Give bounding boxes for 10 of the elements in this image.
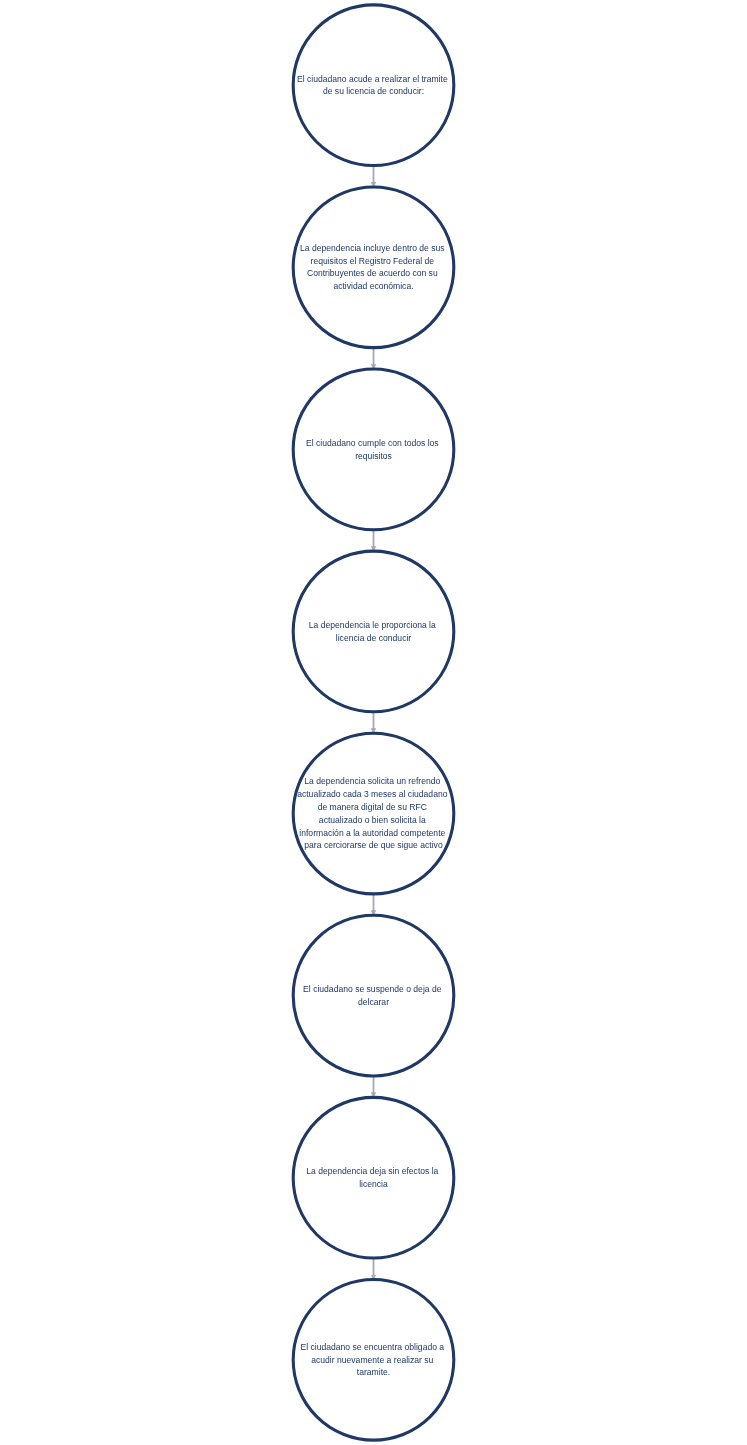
- node-circle: La dependencia solicita un refrendo actualizado cada 3 meses al ciudadano de manera digital de su RFC actualizado o bien solicita la información a la autoridad competente para cerciorarse de que sigue activo: [291, 731, 456, 896]
- arrow: [370, 1257, 377, 1280]
- node-circle: La dependencia le proporciona la licencia de conducir: [291, 549, 456, 714]
- node-circle: El ciudadano se suspende o deja de delcarar: [291, 913, 456, 1078]
- node-circle: El ciudadano acude a realizar el tramite de su licencia de conducir:: [291, 3, 456, 168]
- node-circle: La dependencia deja sin efectos la licencia: [291, 1095, 456, 1260]
- node-circle: La dependencia incluye dentro de sus requisitos el Registro Federal de Contribuyentes de acuerdo con su actividad económica.: [291, 185, 456, 350]
- node-circle: El ciudadano cumple con todos los requisitos: [291, 367, 456, 532]
- node-circle: El ciudadano se encuentra obligado a acudir nuevamente a realizar su taramite.: [291, 1277, 456, 1442]
- arrow: [370, 1075, 377, 1098]
